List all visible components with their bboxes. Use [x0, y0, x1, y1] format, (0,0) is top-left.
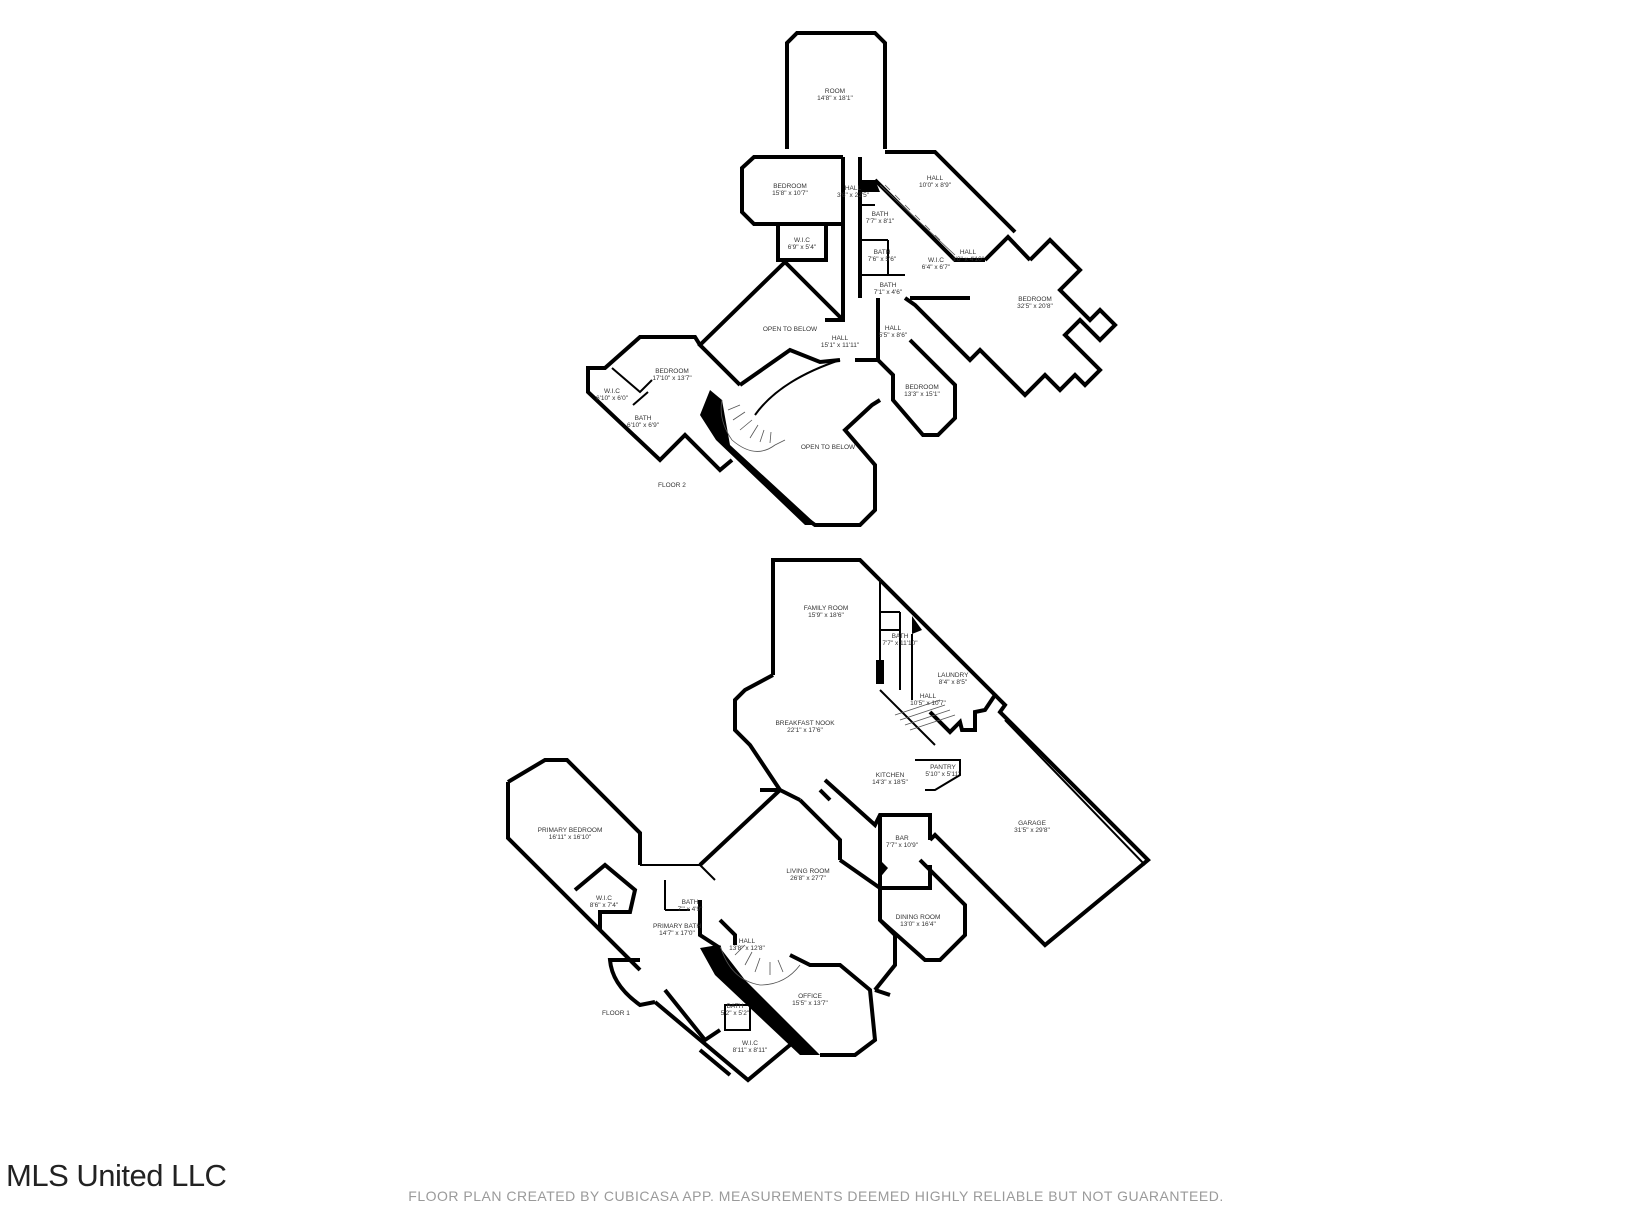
room-dims: 5'10" x 5'11"	[925, 771, 961, 778]
floor-1-plan	[506, 558, 1151, 1083]
room-dims: 15'9" x 18'6"	[808, 612, 844, 619]
room-name: GARAGE	[1018, 820, 1046, 827]
room-name: W.I.C	[604, 388, 620, 395]
room-name: FAMILY ROOM	[804, 605, 849, 612]
room-name: ROOM	[825, 88, 845, 95]
room-dims: 10'0" x 8'9"	[919, 182, 952, 189]
room-dims: 15'1" x 11'11"	[821, 342, 860, 349]
room-dims: 17'10" x 13'7"	[652, 375, 692, 382]
room-name: W.I.C	[928, 257, 944, 264]
room-dims: 8'4" x 8'5"	[939, 679, 968, 686]
room-dims: 6'9" x 5'4"	[788, 244, 817, 251]
room-name: HALL	[885, 325, 902, 332]
room-name: BATH	[727, 1003, 744, 1010]
room-dims: 7'6" x 5'6"	[868, 256, 897, 263]
room-name: PRIMARY BATH	[653, 923, 701, 930]
room-name: BREAKFAST NOOK	[775, 720, 835, 727]
room-name: OFFICE	[798, 993, 822, 1000]
room-name: HALL	[927, 175, 944, 182]
disclaimer-text: FLOOR PLAN CREATED BY CUBICASA APP. MEAS…	[408, 1188, 1224, 1204]
room-name: DINING ROOM	[896, 914, 941, 921]
room-dims: 7'7" x 8'1"	[866, 218, 895, 225]
room-name: BAR	[895, 835, 909, 842]
room-name: OPEN TO BELOW	[801, 444, 856, 451]
room-name: PRIMARY BEDROOM	[538, 827, 603, 834]
room-name: BATH	[874, 249, 891, 256]
room-dims: 32'5" x 20'8"	[1017, 303, 1053, 310]
room-name: HALL	[960, 249, 977, 256]
room-dims: 7'7" x 11'10"	[882, 640, 918, 647]
room-name: BATH	[682, 899, 699, 906]
room-dims: 14'7" x 17'0"	[659, 930, 695, 937]
room-name: BEDROOM	[655, 368, 689, 375]
room-name: BATH	[892, 633, 909, 640]
room-dims: 13'0" x 16'4"	[900, 921, 936, 928]
room-dims: 13'8" x 12'8"	[729, 945, 765, 952]
room-dims: 7'" x 4'9"	[678, 906, 703, 913]
room-name: W.I.C	[794, 237, 810, 244]
room-name: OPEN TO BELOW	[763, 326, 818, 333]
room-name: LIVING ROOM	[786, 868, 829, 875]
room-dims: 3'0" x 4'10"	[952, 256, 985, 263]
floor-1-room-labels: FAMILY ROOM 15'9" x 18'6" BATH 7'7" x 11…	[538, 605, 1051, 1054]
mls-watermark: MLS United LLC	[6, 1158, 227, 1193]
room-name: BATH	[880, 282, 897, 289]
room-dims: 10'5" x 10'7"	[910, 700, 946, 707]
room-name: BEDROOM	[905, 384, 939, 391]
room-name: PANTRY	[930, 764, 956, 771]
room-dims: 6'10" x 6'9"	[627, 422, 660, 429]
room-dims: 7'7" x 10'9"	[886, 842, 919, 849]
floor-2-room-labels: ROOM 14'8" x 18'1" BEDROOM 15'8" x 10'7"…	[596, 88, 1054, 451]
room-dims: 31'5" x 29'8"	[1014, 827, 1050, 834]
room-name: BATH	[635, 415, 652, 422]
room-dims: 3'6" x 22'5"	[837, 192, 870, 199]
room-name: HALL	[920, 693, 937, 700]
room-dims: 14'8" x 18'1"	[817, 95, 853, 102]
room-name: W.I.C	[742, 1040, 758, 1047]
room-dims: 5'5" x 8'6"	[879, 332, 908, 339]
room-dims: 15'8" x 10'7"	[772, 190, 808, 197]
room-name: BATH	[872, 211, 889, 218]
room-dims: 6'4" x 6'7"	[922, 264, 951, 271]
room-dims: 7'1" x 4'6"	[874, 289, 903, 296]
room-name: HALL	[739, 938, 756, 945]
room-dims: 8'11" x 8'11"	[733, 1047, 768, 1054]
room-dims: 16'11" x 16'10"	[549, 834, 592, 841]
floor-1-label: FLOOR 1	[602, 1010, 630, 1017]
floor-2-plan	[586, 31, 1118, 527]
room-dims: 13'3" x 15'1"	[904, 391, 940, 398]
room-name: HALL	[832, 335, 849, 342]
room-name: W.I.C	[596, 895, 612, 902]
floor-2-label: FLOOR 2	[658, 482, 686, 489]
room-name: BEDROOM	[1018, 296, 1052, 303]
room-name: HALL	[845, 185, 862, 192]
room-dims: 6'10" x 6'0"	[596, 395, 629, 402]
room-dims: 5'2" x 5'2"	[721, 1010, 750, 1017]
room-dims: 26'8" x 27'7"	[790, 875, 826, 882]
room-dims: 8'6" x 7'4"	[590, 902, 619, 909]
room-dims: 14'3" x 18'5"	[872, 779, 908, 786]
room-name: KITCHEN	[876, 772, 905, 779]
room-name: BEDROOM	[773, 183, 807, 190]
room-dims: 15'5" x 13'7"	[792, 1000, 828, 1007]
room-name: LAUNDRY	[938, 672, 970, 679]
room-dims: 22'1" x 17'6"	[787, 727, 823, 734]
